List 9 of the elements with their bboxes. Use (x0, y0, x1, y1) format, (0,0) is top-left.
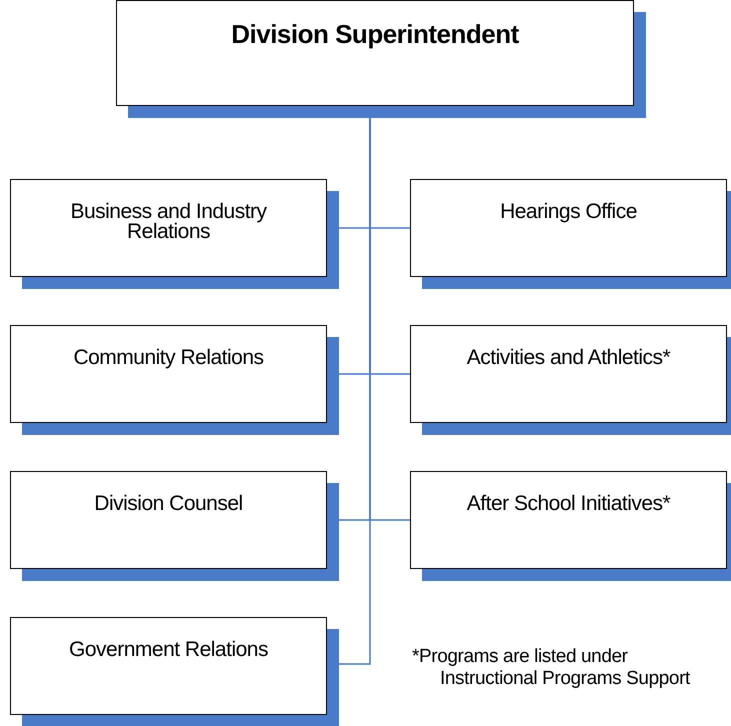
box-label: Division Counsel (93, 491, 244, 514)
box-label: Government Relations (68, 637, 269, 660)
box-label: After School Initiatives* (466, 491, 672, 514)
box-label: Division Superintendent (230, 18, 520, 49)
box-label: Community Relations (72, 345, 265, 368)
box-label: Activities and Athletics* (466, 345, 672, 368)
footnote: *Programs are listed under Instructional Programs Support (412, 646, 692, 690)
box-label: Hearings Office (499, 199, 638, 222)
box-label: Business and Industry Relations (69, 199, 268, 242)
